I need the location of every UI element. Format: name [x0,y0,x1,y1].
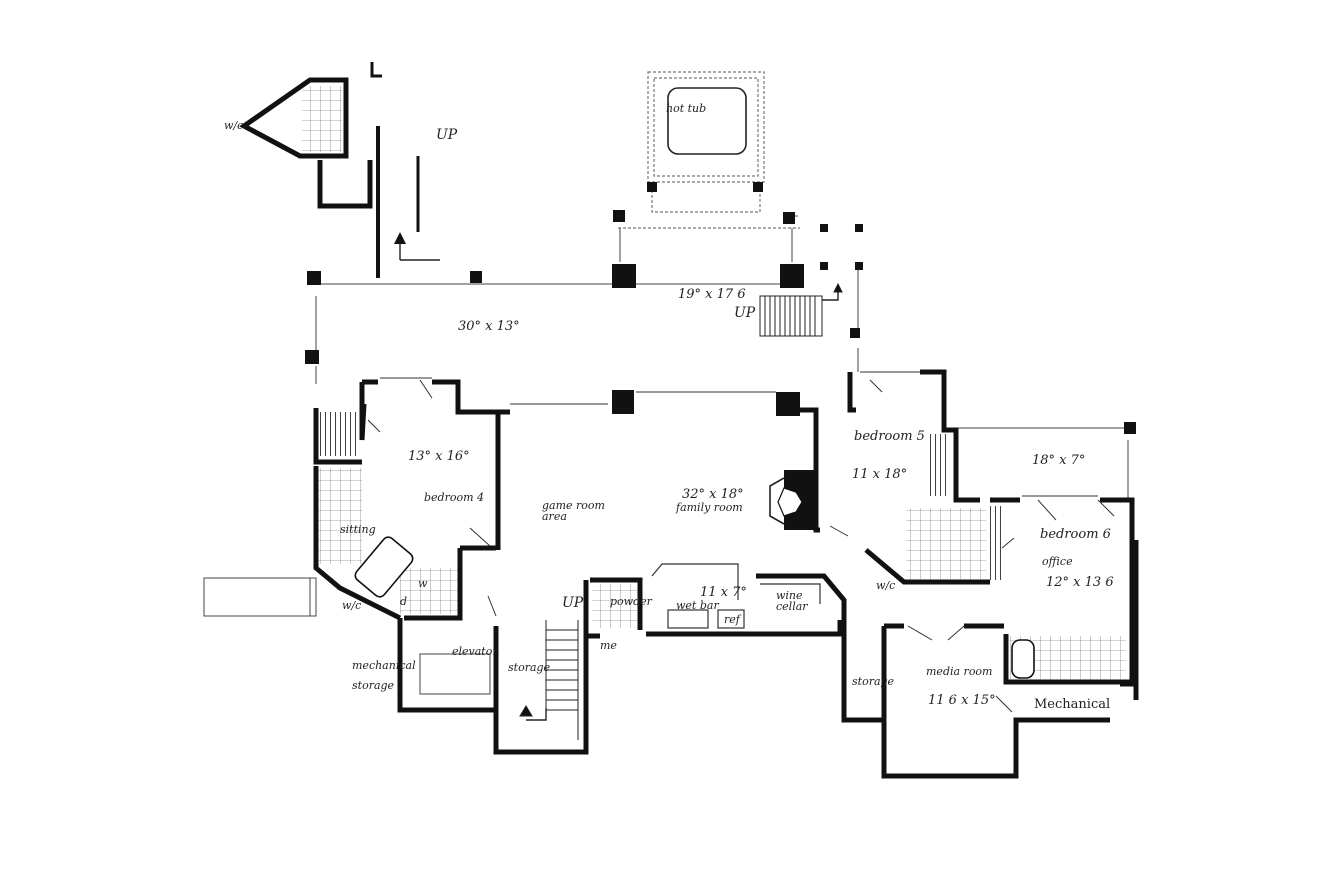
bar-outline [651,563,821,629]
deck-stair [759,282,843,337]
label-up-stair: UP [562,595,584,611]
label-elevator: elevator [452,645,498,658]
walls [313,369,1139,779]
closet-bed4 [318,412,360,456]
label-bedroom4-dims: 13° x 16° [408,449,470,464]
laundry-tile [400,568,458,614]
label-bedroom5: bedroom 5 [854,429,925,444]
label-powder: powder [610,595,652,608]
label-up-deck: UP [734,305,756,321]
main-stair [519,620,579,740]
label-office: office [1042,555,1073,568]
label-storage-left: storage [508,661,551,674]
hot-tub [667,87,747,155]
powder-tile [592,584,638,628]
label-hot-tub: hot tub [666,102,707,115]
label-me: me [600,639,617,652]
label-patio-right-dims: 18° x 7° [1032,453,1086,468]
label-up-top: UP [436,127,458,143]
utility-outline [203,577,491,695]
label-mech-storage: mechanical storage [352,659,416,692]
label-wine-cellar: wine cellar [776,589,808,613]
label-wet-bar: wet bar [676,599,719,612]
hot-tub-area [614,71,800,229]
label-bedroom4: bedroom 4 [424,491,485,504]
label-wc-top: w/c [224,119,244,132]
label-media-dims: 11 6 x 15° [928,693,996,708]
label-family-dims: 32° x 18° [682,487,744,502]
columns [305,182,1136,434]
closet-bed6 [988,506,1004,580]
label-wet-bar-dims: 11 x 7° [700,585,747,600]
top-left-bath-tile [302,86,342,152]
label-deck-left-dims: 30° x 13° [458,319,520,334]
closet-bed5 [928,434,950,496]
label-ref: ref [724,613,740,626]
top-left-structure [239,62,420,278]
fireplace [769,470,816,530]
bath-right-tile [906,508,986,580]
bath-left-tile [318,468,362,564]
windows-doors [367,371,1115,713]
label-sitting: sitting [340,523,376,536]
label-wc-left: w/c [342,599,362,612]
label-family-room: family room [676,501,743,514]
label-deck-right-dims: 19° x 17 6 [678,287,746,302]
label-d: d [400,595,408,608]
label-media-room: media room [926,665,993,678]
bathtubs [354,536,1035,679]
label-bedroom5-dims: 11 x 18° [852,467,908,482]
label-wc-right: w/c [876,579,896,592]
label-mechanical: Mechanical [1034,697,1111,712]
deck-outline [315,228,1129,500]
label-storage-right: storage [852,675,895,688]
label-w: w [418,577,428,590]
label-bedroom6: bedroom 6 [1040,527,1111,542]
label-game-room: game room area [542,499,605,523]
label-bedroom6-dims: 12° x 13 6 [1046,575,1114,590]
